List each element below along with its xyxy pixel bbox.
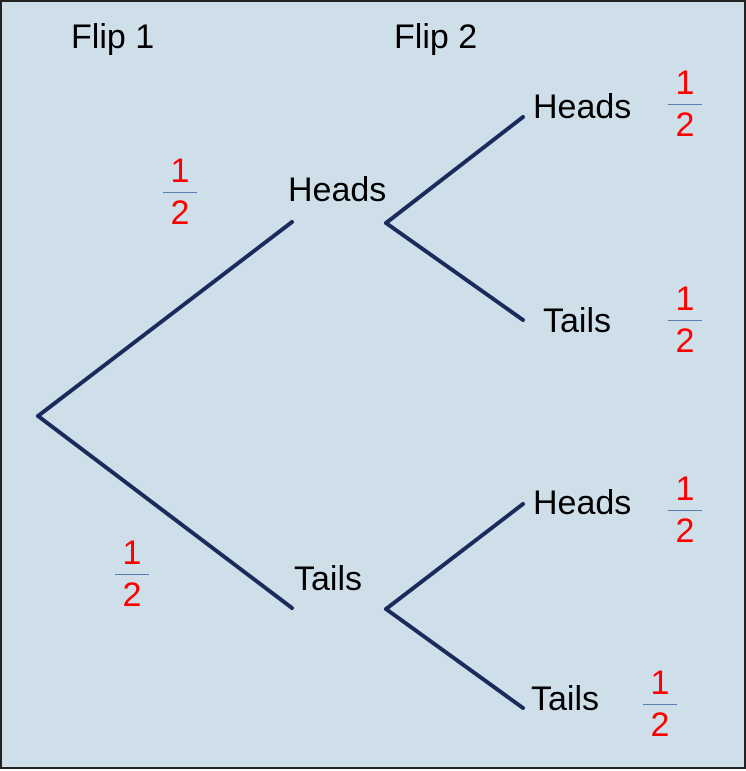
probability-denominator: 2: [675, 322, 695, 360]
node-tails-tails: Tails: [531, 680, 600, 718]
node-tails-heads: Heads: [533, 484, 632, 522]
probability-tails-heads: 1 2: [665, 472, 705, 548]
node-heads-heads: Heads: [533, 88, 632, 126]
probability-denominator: 2: [122, 576, 142, 614]
probability-first-tails: 1 2: [112, 536, 152, 612]
branch-heads-tails: [384, 221, 525, 322]
node-first-heads: Heads: [288, 171, 387, 209]
probability-denominator: 2: [675, 106, 695, 144]
probability-numerator: 1: [675, 470, 695, 508]
probability-numerator: 1: [170, 152, 190, 190]
probability-heads-heads: 1 2: [665, 66, 705, 142]
node-heads-tails: Tails: [543, 302, 612, 340]
branch-heads-heads: [384, 115, 525, 225]
fraction-bar: [668, 510, 702, 511]
probability-numerator: 1: [675, 64, 695, 102]
probability-denominator: 2: [650, 706, 670, 744]
flip1-header: Flip 1: [71, 18, 155, 56]
probability-denominator: 2: [675, 512, 695, 550]
fraction-bar: [668, 320, 702, 321]
probability-first-heads: 1 2: [160, 154, 200, 230]
branch-root-tails: [36, 414, 294, 610]
probability-heads-tails: 1 2: [665, 282, 705, 358]
fraction-bar: [668, 104, 702, 105]
flip2-header: Flip 2: [394, 18, 478, 56]
branch-tails-tails: [384, 607, 525, 710]
branch-root-heads: [36, 220, 294, 418]
probability-numerator: 1: [122, 534, 142, 572]
branch-tails-heads: [384, 502, 525, 611]
probability-numerator: 1: [675, 280, 695, 318]
probability-numerator: 1: [650, 664, 670, 702]
probability-tails-tails: 1 2: [640, 666, 680, 742]
fraction-bar: [643, 704, 677, 705]
probability-denominator: 2: [170, 194, 190, 232]
fraction-bar: [115, 574, 149, 575]
fraction-bar: [163, 192, 197, 193]
node-first-tails: Tails: [294, 560, 363, 598]
